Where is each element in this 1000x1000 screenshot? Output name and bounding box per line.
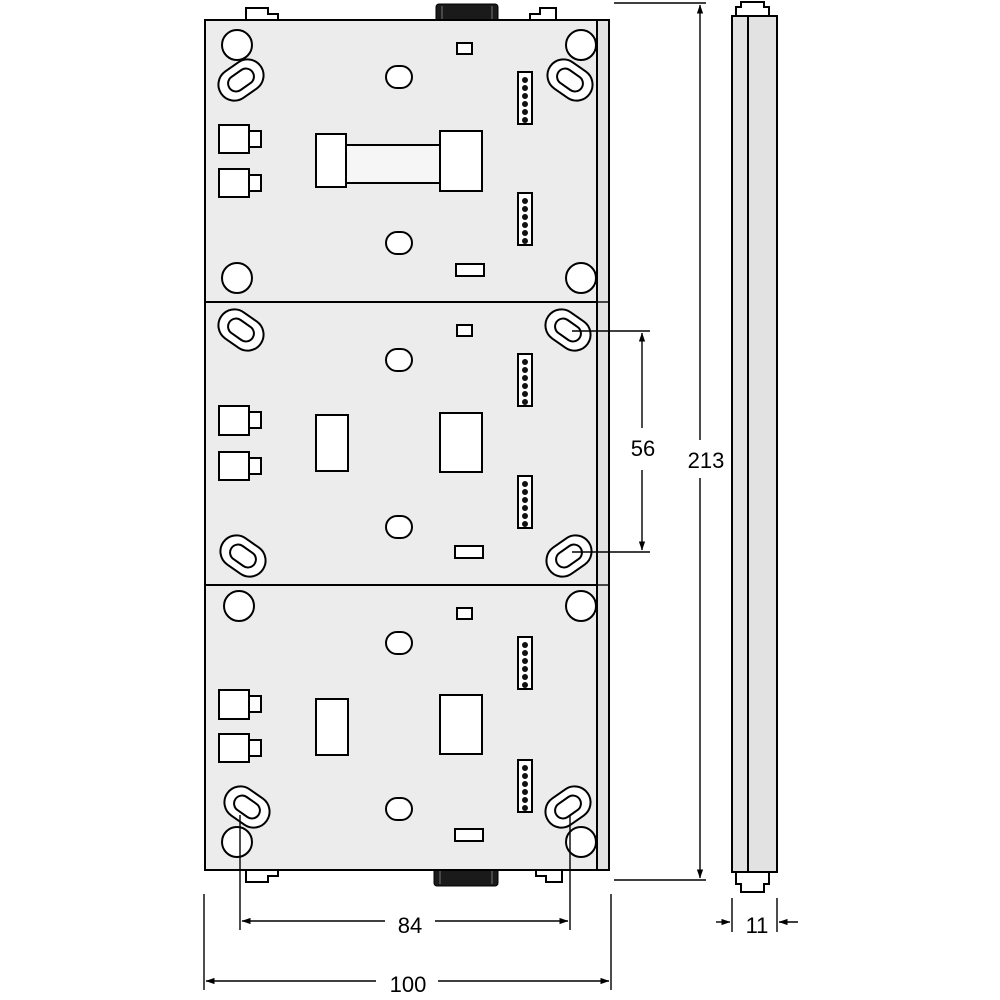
mount-hole	[223, 590, 255, 622]
slotted-hole	[217, 308, 265, 352]
terminal-block	[517, 71, 533, 125]
slotted-hole	[217, 58, 265, 102]
terminal-block	[517, 192, 533, 246]
dimension-label-213: 213	[688, 448, 725, 473]
dimension-84: 84	[239, 815, 571, 938]
dimension-label-84: 84	[398, 913, 422, 938]
small-slot	[456, 324, 473, 337]
mount-hole	[221, 826, 253, 858]
switch-component	[218, 689, 262, 720]
rocker-bar	[315, 130, 483, 192]
slotted-hole	[545, 534, 593, 578]
side-view	[731, 1, 778, 893]
mount-hole	[565, 590, 597, 622]
side-profile	[731, 15, 778, 873]
oval-hole	[385, 348, 413, 372]
mount-hole	[565, 262, 597, 294]
slotted-hole	[219, 534, 267, 578]
bottom-slot	[454, 828, 484, 842]
bottom-slot	[455, 263, 485, 277]
switch-component	[218, 124, 262, 154]
dimension-label-11: 11	[746, 913, 769, 938]
module-top	[204, 19, 598, 303]
small-slot	[456, 607, 473, 620]
small-slot	[456, 42, 473, 55]
terminal-block	[517, 759, 533, 813]
module-middle	[204, 301, 598, 586]
dimension-label-56: 56	[631, 436, 655, 461]
mount-hole	[221, 262, 253, 294]
oval-hole	[385, 797, 413, 821]
top-clips	[245, 3, 557, 23]
terminal-block	[517, 636, 533, 690]
mount-hole	[565, 826, 597, 858]
dimension-11: 11	[716, 898, 798, 938]
switch-component	[218, 733, 262, 763]
dimension-213: 213	[614, 2, 725, 881]
rocker-pad	[439, 412, 483, 473]
slotted-hole	[544, 785, 592, 829]
dimension-label-100: 100	[390, 972, 427, 997]
oval-hole	[385, 515, 413, 539]
terminal-block	[517, 353, 533, 407]
side-edge-strip	[596, 19, 610, 871]
bottom-slot	[454, 545, 484, 559]
module-bottom	[204, 584, 598, 871]
oval-hole	[385, 65, 413, 89]
switch-component	[218, 405, 262, 436]
dimension-56: 56	[572, 330, 655, 553]
mount-hole	[565, 29, 597, 61]
module-plate	[204, 584, 598, 871]
module-plate	[204, 301, 598, 586]
slotted-hole	[223, 785, 271, 829]
terminal-block	[517, 475, 533, 529]
mount-hole	[221, 29, 253, 61]
slotted-hole	[544, 308, 592, 352]
dimension-100: 100	[203, 894, 612, 998]
rocker-pad	[439, 694, 483, 755]
rocker-pad	[315, 698, 349, 756]
rocker-pad	[315, 414, 349, 472]
front-view	[204, 3, 610, 887]
switch-component	[218, 168, 262, 198]
oval-hole	[385, 231, 413, 255]
switch-component	[218, 451, 262, 481]
oval-hole	[385, 631, 413, 655]
bottom-clips	[245, 867, 563, 887]
slotted-hole	[546, 58, 594, 102]
